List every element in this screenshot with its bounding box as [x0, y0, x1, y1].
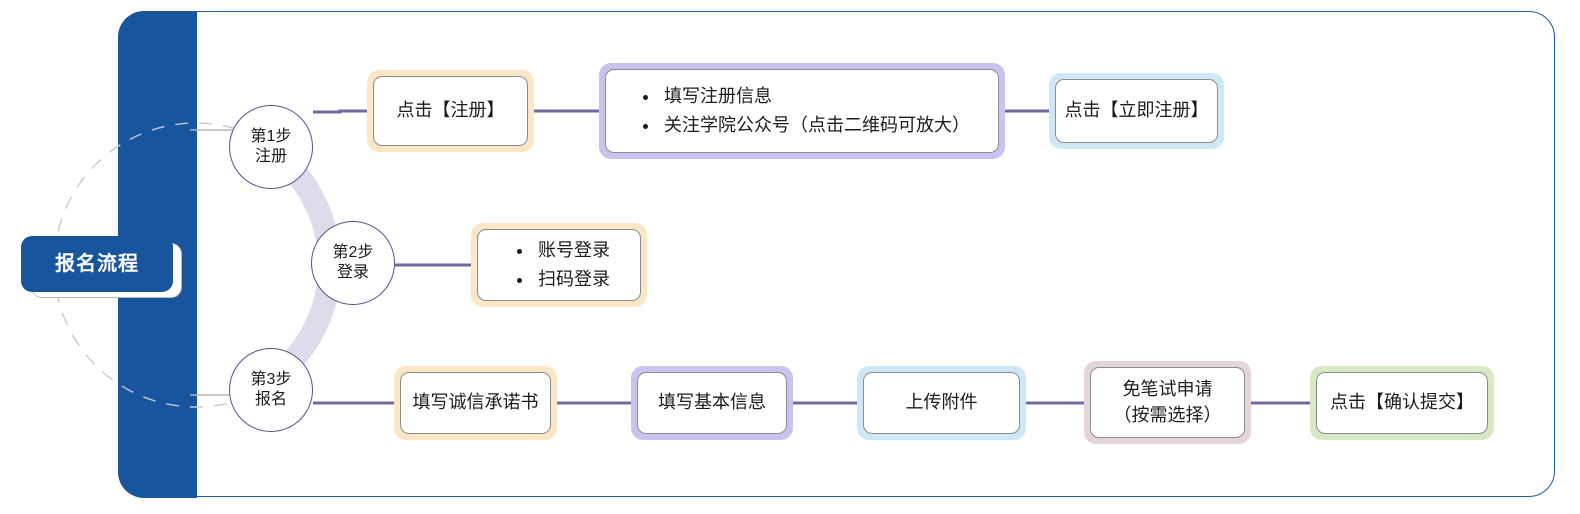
- node-click-register-now-label: 点击【立即注册】: [1064, 100, 1209, 121]
- step-circle-3[interactable]: 第3步 报名: [229, 348, 313, 432]
- node-confirm-submit-inner: 点击【确认提交】: [1316, 372, 1488, 434]
- node-basic-info-label: 填写基本信息: [658, 392, 766, 413]
- node-click-register-now[interactable]: 点击【立即注册】: [1049, 73, 1224, 149]
- node-integrity-pledge-label: 填写诚信承诺书: [412, 392, 539, 413]
- root-title-label: 报名流程: [55, 253, 139, 275]
- node-register-details[interactable]: 填写注册信息 关注学院公众号（点击二维码可放大）: [599, 63, 1005, 159]
- node-upload-attachment-label: 上传附件: [905, 392, 978, 413]
- node-basic-info-inner: 填写基本信息: [637, 372, 787, 434]
- node-integrity-pledge-inner: 填写诚信承诺书: [400, 372, 551, 434]
- node-login-methods-inner: 账号登录 扫码登录: [477, 229, 641, 301]
- node-upload-attachment[interactable]: 上传附件: [857, 366, 1026, 440]
- node-confirm-submit[interactable]: 点击【确认提交】: [1310, 366, 1494, 440]
- node-click-register-inner: 点击【注册】: [373, 76, 528, 146]
- list-item: 账号登录: [534, 236, 610, 265]
- node-click-register[interactable]: 点击【注册】: [367, 70, 534, 152]
- node-confirm-submit-label: 点击【确认提交】: [1330, 392, 1474, 413]
- list-item: 扫码登录: [534, 265, 610, 294]
- node-exam-waiver-inner: 免笔试申请 （按需选择）: [1090, 367, 1245, 438]
- step-3-number: 第3步: [250, 370, 292, 388]
- step-2-number: 第2步: [332, 243, 374, 261]
- node-integrity-pledge[interactable]: 填写诚信承诺书: [394, 366, 557, 440]
- node-register-details-list: 填写注册信息 关注学院公众号（点击二维码可放大）: [634, 82, 970, 140]
- list-item: 填写注册信息: [660, 82, 970, 111]
- root-title-chip[interactable]: 报名流程: [21, 236, 173, 292]
- step-1-number: 第1步: [250, 127, 292, 145]
- node-exam-waiver[interactable]: 免笔试申请 （按需选择）: [1084, 361, 1251, 444]
- node-click-register-label: 点击【注册】: [396, 100, 505, 121]
- step-1-name: 注册: [254, 148, 287, 165]
- node-login-methods-list: 账号登录 扫码登录: [508, 236, 610, 294]
- step-circle-1[interactable]: 第1步 注册: [229, 105, 313, 189]
- step-circle-2[interactable]: 第2步 登录: [311, 221, 395, 305]
- step-2-name: 登录: [336, 264, 369, 281]
- node-exam-waiver-line1: 免笔试申请: [1122, 378, 1213, 399]
- node-click-register-now-inner: 点击【立即注册】: [1055, 79, 1218, 143]
- node-upload-attachment-inner: 上传附件: [863, 372, 1020, 434]
- node-login-methods[interactable]: 账号登录 扫码登录: [471, 223, 647, 307]
- node-exam-waiver-text: 免笔试申请 （按需选择）: [1114, 377, 1222, 428]
- node-register-details-inner: 填写注册信息 关注学院公众号（点击二维码可放大）: [605, 69, 999, 153]
- list-item: 关注学院公众号（点击二维码可放大）: [660, 111, 970, 140]
- node-basic-info[interactable]: 填写基本信息: [631, 366, 793, 440]
- node-exam-waiver-line2: （按需选择）: [1113, 404, 1222, 425]
- step-3-name: 报名: [254, 391, 287, 408]
